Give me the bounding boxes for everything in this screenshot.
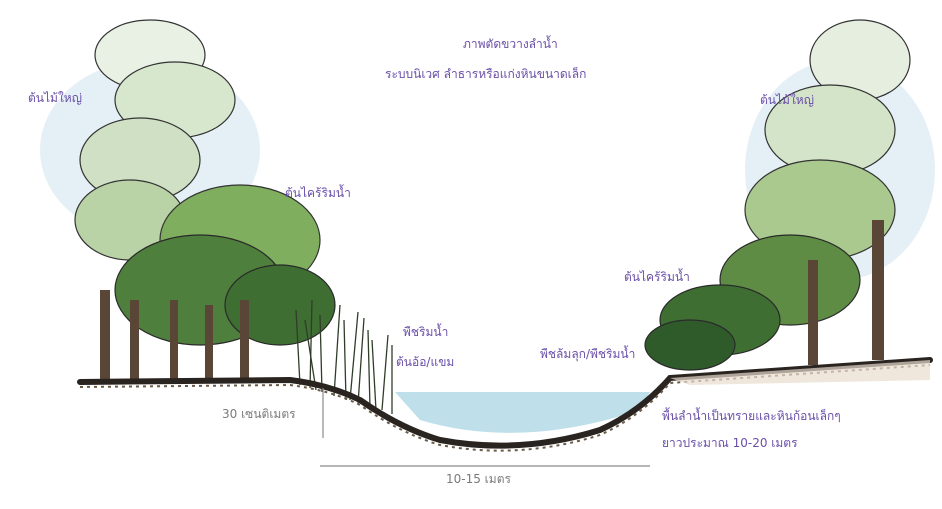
label-big-tree-right: ต้นไม้ใหญ่ (760, 93, 814, 107)
label-shrub-right: ต้นไคร้ริมน้ำ (624, 270, 690, 284)
stream-bed-outline (77, 357, 933, 449)
label-reed: ต้นอ้อ/แขม (396, 355, 455, 369)
right-bank-fill (670, 360, 930, 385)
diagram-title: ภาพตัดขวางลำน้ำ (463, 37, 558, 51)
right-trunks (808, 220, 884, 365)
left-tree-canopy (74, 19, 336, 346)
label-bed-description: พื้นลำน้ำเป็นทรายและหินก้อนเล็กๆ (662, 409, 841, 423)
label-riparian-plant-right: พืชล้มลุก/พืชริมน้ำ (540, 347, 636, 361)
diagram-subtitle: ระบบนิเวศ ลำธารหรือแก่งหินขนาดเล็ก (385, 67, 587, 81)
stream-water (395, 392, 650, 433)
left-trunks (100, 290, 249, 382)
label-riparian-plant-left: พืชริมน้ำ (403, 325, 449, 339)
label-bed-length: ยาวประมาณ 10-20 เมตร (662, 436, 798, 450)
ground-texture (79, 364, 931, 452)
right-tree-canopy (644, 19, 911, 371)
label-stream-width: 10-15 เมตร (446, 472, 511, 486)
label-bank-height: 30 เซนติเมตร (222, 407, 296, 421)
reeds (295, 299, 393, 414)
label-shrub-left: ต้นไคร้ริมน้ำ (285, 186, 351, 200)
label-big-tree-left: ต้นไม้ใหญ่ (28, 91, 82, 105)
